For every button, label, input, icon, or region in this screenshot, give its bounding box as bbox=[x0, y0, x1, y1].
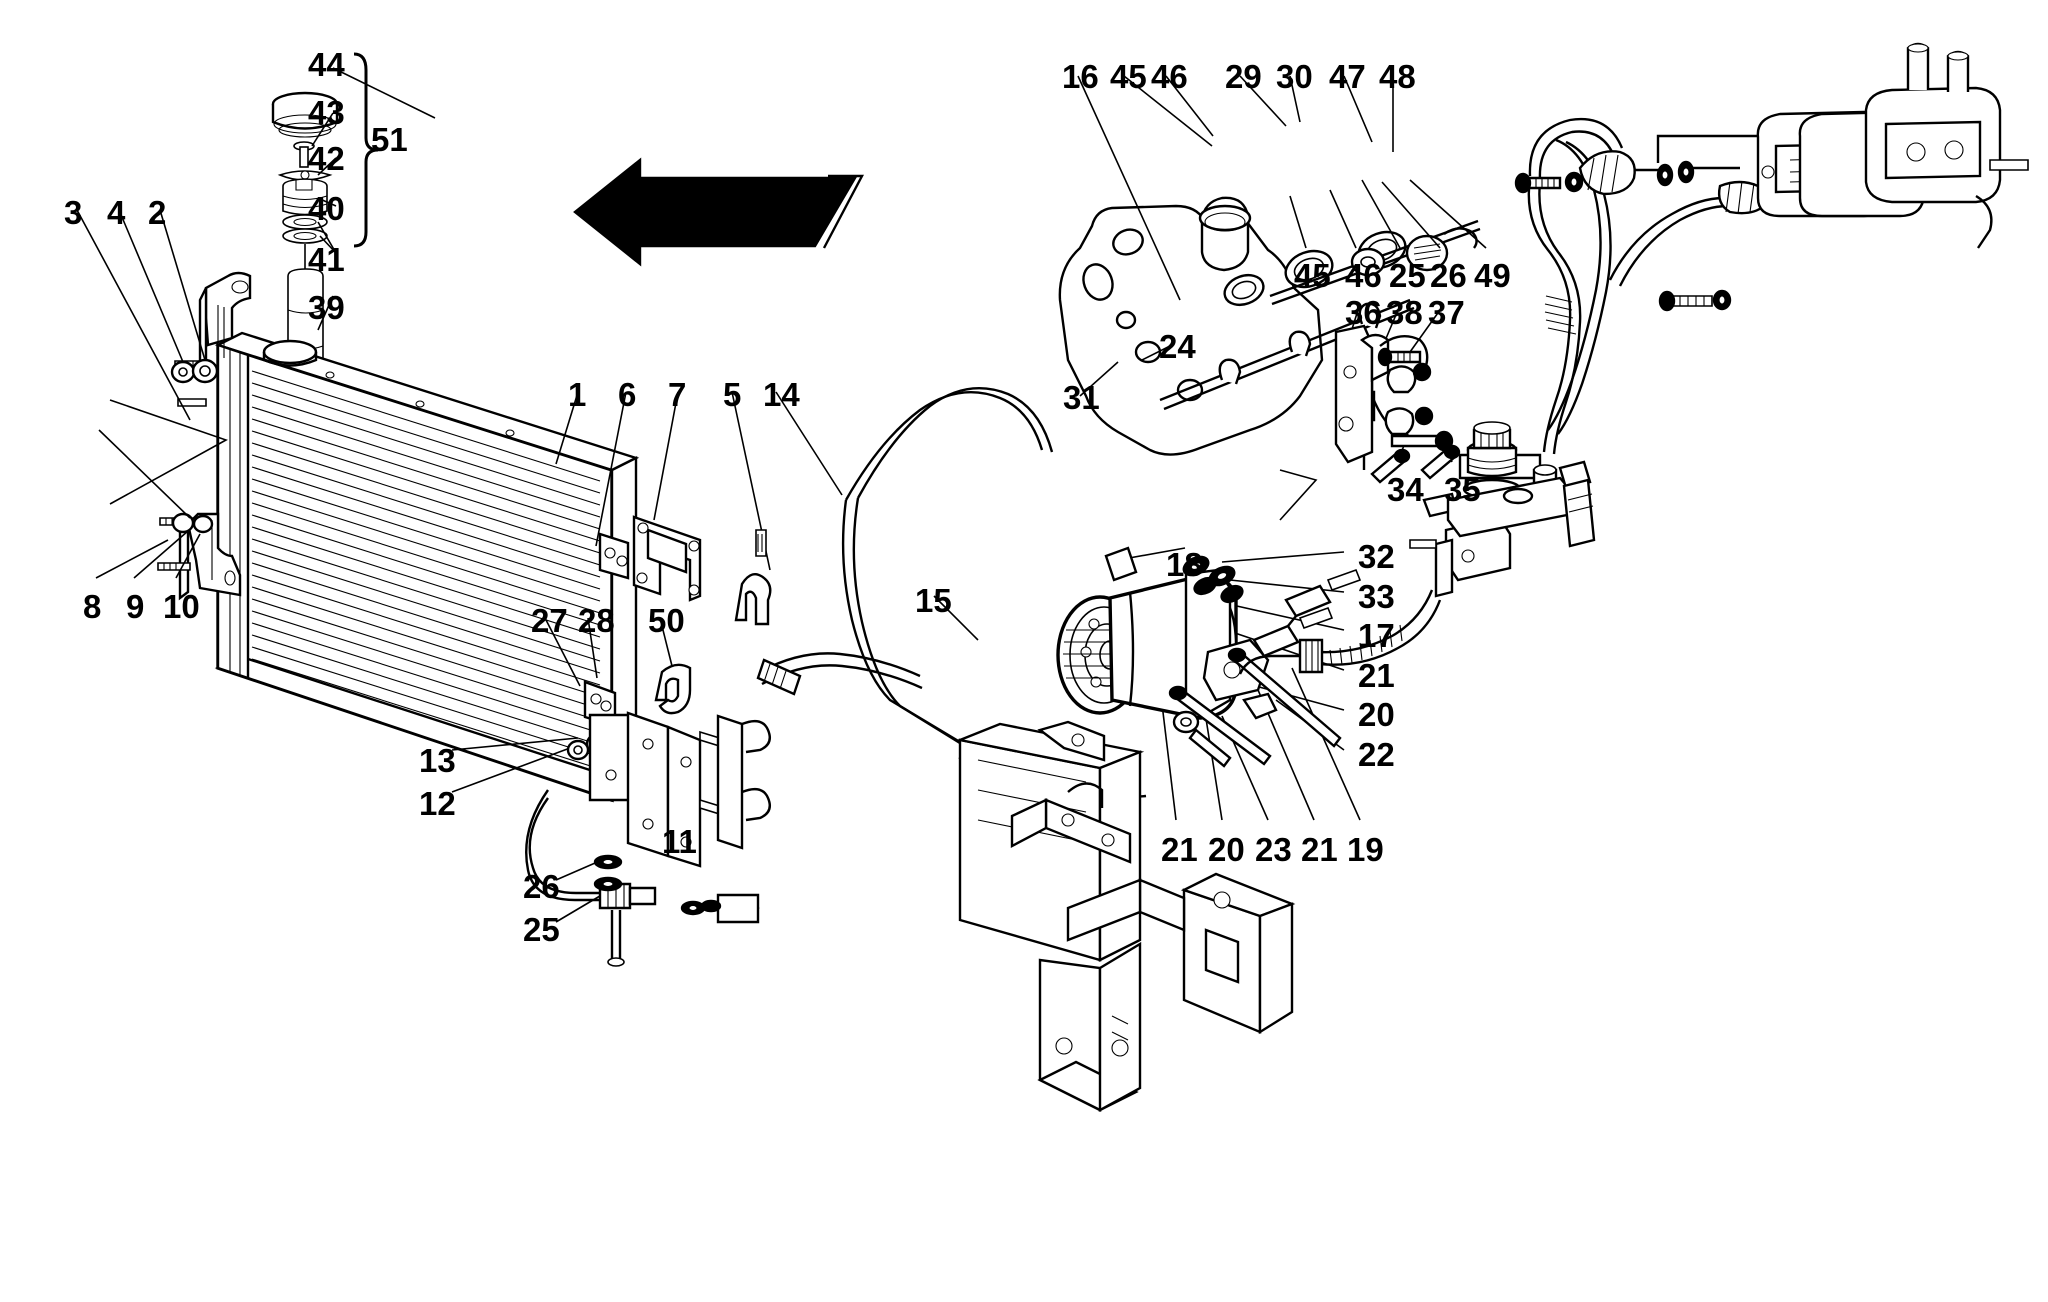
callout-33: 33 bbox=[1358, 578, 1395, 615]
callout-12: 12 bbox=[419, 785, 456, 822]
callout-36: 36 bbox=[1345, 294, 1382, 331]
callout-18: 18 bbox=[1166, 546, 1203, 583]
leader-lines-left bbox=[76, 67, 979, 923]
callout-26-right: 26 bbox=[1430, 257, 1467, 294]
callout-3: 3 bbox=[64, 194, 83, 231]
condenser-fins bbox=[251, 370, 601, 770]
callout-10: 10 bbox=[163, 588, 200, 625]
callout-45-top: 45 bbox=[1110, 58, 1147, 95]
callout-16: 16 bbox=[1062, 58, 1099, 95]
callout-7: 7 bbox=[668, 376, 687, 413]
callout-5: 5 bbox=[723, 376, 742, 413]
callout-47: 47 bbox=[1329, 58, 1366, 95]
callout-45-bottom: 45 bbox=[1294, 257, 1331, 294]
callout-13: 13 bbox=[419, 742, 456, 779]
pipe-retainer-bracket bbox=[1334, 324, 1454, 464]
callout-25-right: 25 bbox=[1389, 257, 1426, 294]
callout-38: 38 bbox=[1386, 294, 1423, 331]
callout-2: 2 bbox=[148, 194, 167, 231]
group-bracket-51 bbox=[353, 52, 379, 248]
callout-20-right: 20 bbox=[1358, 696, 1395, 733]
callout-30: 30 bbox=[1276, 58, 1313, 95]
callout-48: 48 bbox=[1379, 58, 1416, 95]
callout-44: 44 bbox=[308, 46, 345, 83]
callout-43: 43 bbox=[308, 94, 345, 131]
condenser-core bbox=[214, 331, 640, 803]
callout-39: 39 bbox=[308, 289, 345, 326]
callout-11: 11 bbox=[662, 823, 697, 860]
callout-46-top: 46 bbox=[1151, 58, 1188, 95]
callout-8: 8 bbox=[83, 588, 102, 625]
callout-23: 23 bbox=[1255, 831, 1292, 868]
callout-22: 22 bbox=[1358, 736, 1395, 773]
callout-21-bottom-a: 21 bbox=[1161, 831, 1198, 868]
callout-27: 27 bbox=[531, 602, 568, 639]
callout-6: 6 bbox=[618, 376, 637, 413]
pipe-union-27-28 bbox=[680, 893, 760, 924]
callout-24: 24 bbox=[1159, 328, 1196, 365]
front-crossmember bbox=[955, 720, 1296, 1113]
callout-15: 15 bbox=[915, 582, 952, 619]
direction-of-travel-arrow bbox=[573, 157, 864, 267]
callout-40: 40 bbox=[308, 190, 345, 227]
pressure-switch-assembly bbox=[1352, 370, 1558, 500]
callout-29: 29 bbox=[1225, 58, 1262, 95]
callout-4: 4 bbox=[107, 194, 126, 231]
expansion-valve-block bbox=[1238, 444, 1596, 675]
callout-21-bottom-b: 21 bbox=[1301, 831, 1338, 868]
callout-17: 17 bbox=[1358, 617, 1395, 654]
callout-26-left: 26 bbox=[523, 868, 560, 905]
callout-35: 35 bbox=[1444, 471, 1481, 508]
callout-41: 41 bbox=[308, 241, 345, 278]
callout-42: 42 bbox=[308, 140, 345, 177]
callout-37: 37 bbox=[1428, 294, 1465, 331]
callout-34: 34 bbox=[1387, 471, 1424, 508]
callout-46-bottom: 46 bbox=[1345, 257, 1382, 294]
callout-14: 14 bbox=[763, 376, 800, 413]
misc-hardware bbox=[1252, 568, 1362, 658]
ac-compressor-assembly bbox=[1056, 546, 1342, 768]
condenser-outlet-pipe bbox=[525, 713, 657, 967]
callout-50: 50 bbox=[648, 602, 685, 639]
callout-25-left: 25 bbox=[523, 911, 560, 948]
callout-31: 31 bbox=[1063, 379, 1100, 416]
callout-49: 49 bbox=[1474, 257, 1511, 294]
callout-20-bottom: 20 bbox=[1208, 831, 1245, 868]
callout-9: 9 bbox=[126, 588, 145, 625]
high-pressure-hose-assembly bbox=[1514, 42, 2029, 455]
condenser-brackets-left bbox=[157, 271, 252, 601]
callout-32: 32 bbox=[1358, 538, 1395, 575]
leader-lines-right-top bbox=[1077, 75, 1487, 821]
condenser-mount-bracket-assembly bbox=[626, 515, 772, 910]
engine-cylinder-head bbox=[1058, 196, 1481, 456]
callout-21-right-a: 21 bbox=[1358, 657, 1395, 694]
callout-28: 28 bbox=[578, 602, 615, 639]
callout-19: 19 bbox=[1347, 831, 1384, 868]
callout-1: 1 bbox=[568, 376, 587, 413]
